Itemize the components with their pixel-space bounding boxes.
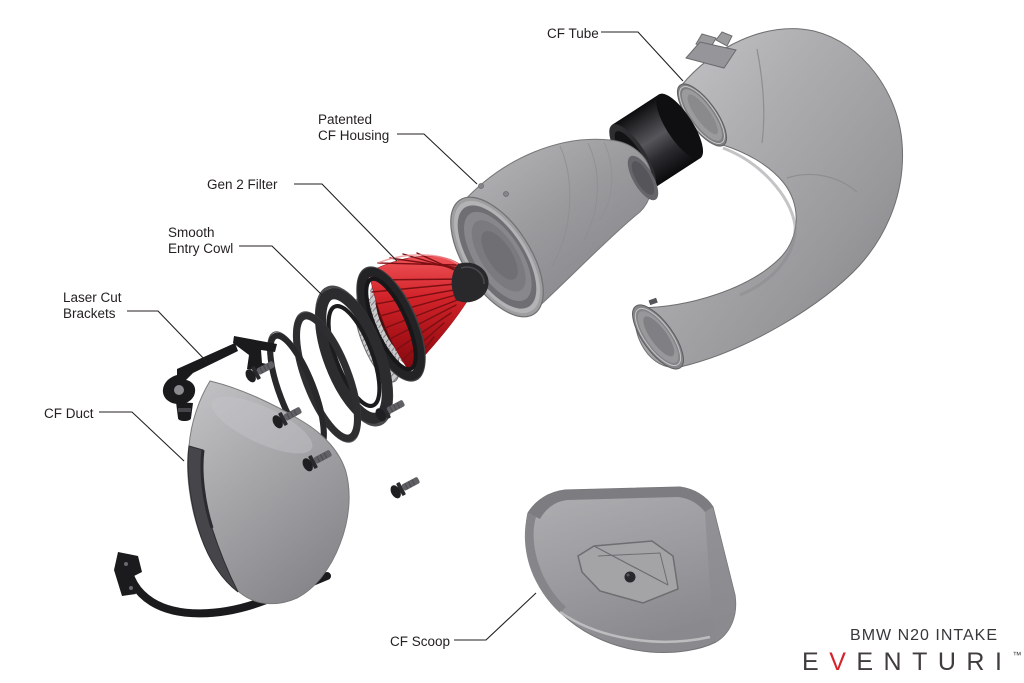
label-cf-duct: CF Duct xyxy=(44,406,94,421)
tube-upper-opening xyxy=(676,83,728,147)
scoop-screw xyxy=(624,571,636,583)
brand-letter-v: V xyxy=(829,648,856,676)
housing-neck-opening xyxy=(627,155,659,201)
filter-pleats xyxy=(369,252,467,370)
label-cf-tube: CF Tube xyxy=(547,26,599,41)
sensor-boss xyxy=(685,31,737,69)
leader-cf-tube xyxy=(601,31,684,82)
cf-duct-part xyxy=(187,380,350,605)
product-title: BMW N20 INTAKE xyxy=(850,627,998,644)
housing-mouth xyxy=(450,196,544,318)
leader-lines xyxy=(99,31,684,641)
label-cf-housing-line1: Patented xyxy=(318,112,372,127)
label-gen2-filter: Gen 2 Filter xyxy=(207,177,278,192)
bracket-hole xyxy=(174,385,184,395)
tube-lower-opening xyxy=(632,304,684,370)
scoop-top-face xyxy=(528,487,713,519)
brand-letter-e: E xyxy=(802,648,829,676)
footer: BMW N20 INTAKE EVENTURI™ xyxy=(802,627,1021,676)
leader-cf-scoop xyxy=(454,592,537,641)
cf-tube-part xyxy=(632,28,904,370)
brand-logo: EVENTURI™ xyxy=(802,648,1021,676)
gen2-filter-part xyxy=(356,252,489,382)
bolts xyxy=(245,361,420,499)
brand-trademark: ™ xyxy=(1012,650,1021,660)
leader-entry-cowl xyxy=(239,245,323,296)
label-brackets-line2: Brackets xyxy=(63,306,116,321)
scoop-left-face xyxy=(524,513,566,613)
label-entry-cowl-line1: Smooth xyxy=(168,225,215,240)
leader-gen2-filter xyxy=(294,183,398,262)
label-brackets-line1: Laser Cut xyxy=(63,290,122,305)
cf-housing-part xyxy=(450,138,659,318)
brand-letters-rest: ENTURI xyxy=(856,648,1012,676)
leader-cf-duct xyxy=(99,411,185,462)
label-cf-housing-line2: CF Housing xyxy=(318,128,389,143)
part-labels: CF Tube Patented CF Housing Gen 2 Filter… xyxy=(44,26,599,649)
strap-anchor-plate xyxy=(114,552,142,596)
cowl-ring-2 xyxy=(292,311,362,443)
cf-scoop-part xyxy=(524,486,737,653)
label-entry-cowl-line2: Entry Cowl xyxy=(168,241,233,256)
leader-brackets xyxy=(127,310,208,363)
label-cf-scoop: CF Scoop xyxy=(390,634,450,649)
leader-cf-housing xyxy=(397,133,478,185)
